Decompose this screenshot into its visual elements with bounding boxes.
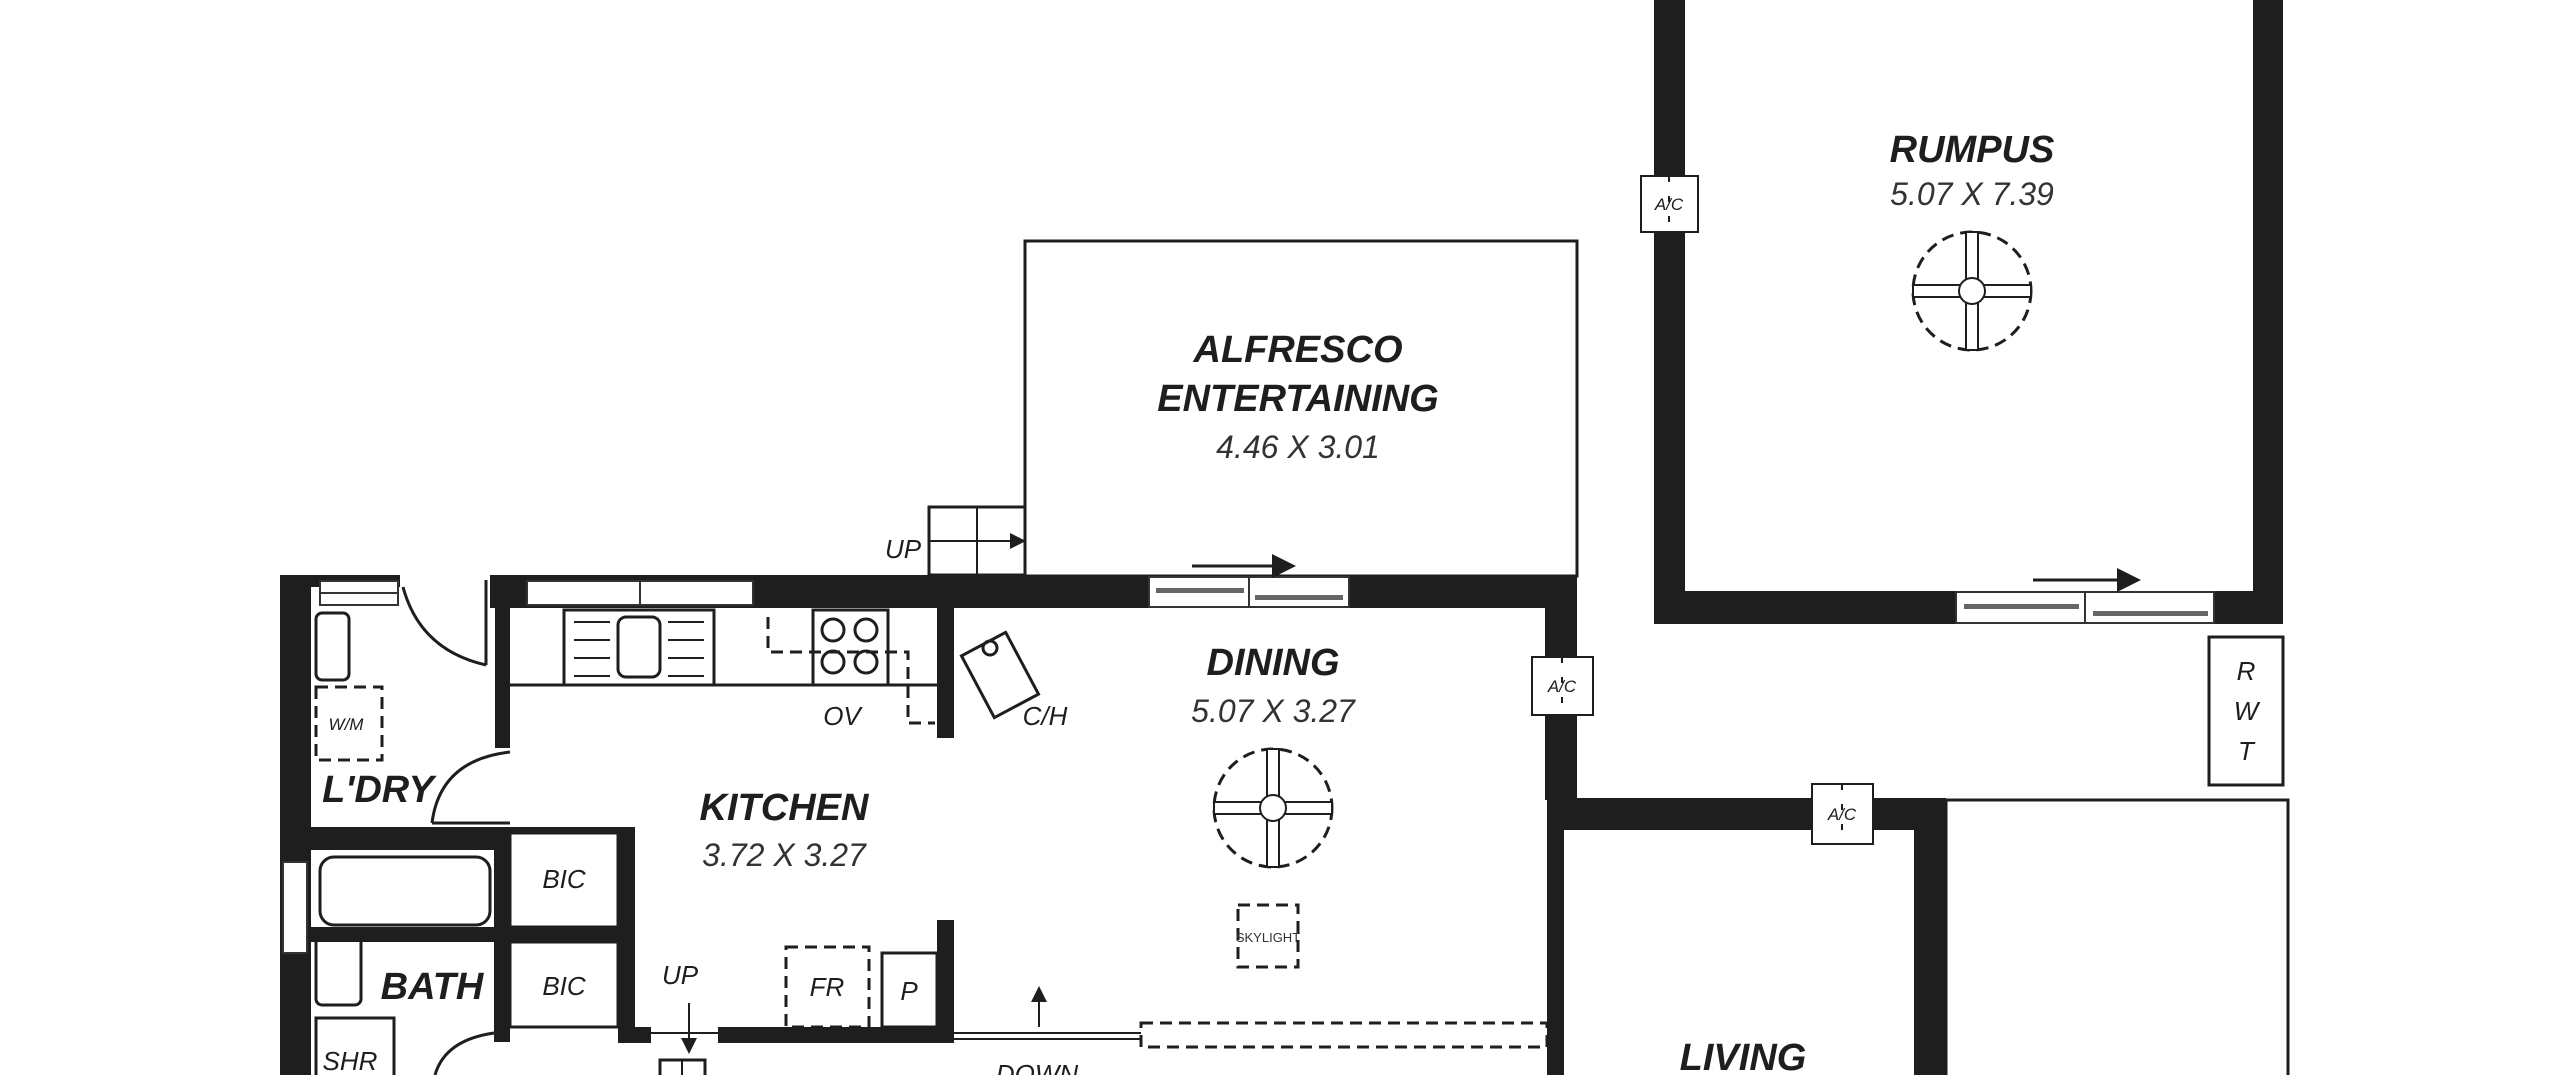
dining-sliding-door[interactable] [1148,576,1350,608]
ac-label: A/C [1827,805,1857,824]
skylight-label: SKYLIGHT [1236,930,1300,945]
dashed-bulkhead [1139,1021,1549,1049]
bic-label: BIC [542,864,586,894]
rumpus-right-wall [2253,0,2283,624]
laundry-label: L'DRY [322,769,437,811]
laundry-tub [314,611,351,682]
kitchen-window [526,580,754,606]
ac-unit: A/C [1531,656,1594,716]
bic-cupboard[interactable] [508,831,620,929]
sink-icon [562,608,716,687]
bath-label: BATH [381,966,485,1008]
shower-label: SHR [323,1046,378,1075]
rwt-t: T [2238,736,2256,766]
ceiling-fan-icon [1911,230,2033,352]
oven-label: OV [823,701,863,731]
up-label: UP [885,534,922,564]
rumpus-room: A/C RUMPUS 5.07 X 7.39 [1640,0,2283,624]
laundry-door-swing[interactable] [401,586,487,667]
bath-window [282,861,308,954]
stairs-up: UP [885,505,1027,577]
kitchen-dims: 3.72 X 3.27 [702,837,867,873]
dining-dims: 5.07 X 3.27 [1191,693,1356,729]
ac-label: A/C [1654,195,1684,214]
toilet [314,931,363,1007]
up-label: UP [662,960,699,990]
rumpus-label: RUMPUS [1890,129,2055,171]
rainwater-tank: R W T [2207,635,2285,787]
rumpus-left-wall [1654,0,1685,624]
ac-unit: A/C [1811,783,1874,845]
down-label: DOWN [996,1059,1079,1075]
pantry[interactable] [880,951,939,1029]
alfresco-area: ALFRESCO ENTERTAINING 4.46 X 3.01 [1023,239,1579,578]
fridge-space [784,945,871,1029]
rumpus-dims: 5.07 X 7.39 [1890,176,2054,212]
ac-unit: A/C [1640,175,1699,233]
alfresco-label-2: ENTERTAINING [1157,378,1439,420]
rumpus-sliding-door[interactable] [1955,591,2215,624]
laundry-window [319,580,399,606]
bic-label: BIC [542,971,586,1001]
rwt-r: R [2237,656,2256,686]
oven-outline [766,617,935,725]
laundry-kitchen-door-swing[interactable] [430,750,511,824]
central-heating-unit: C/H [959,630,1068,731]
ch-label: C/H [1023,701,1068,731]
wm-label: W/M [329,715,365,734]
ceiling-fan-icon [1212,747,1334,869]
fridge-label: FR [810,972,845,1002]
dining-label: DINING [1207,642,1340,684]
shower [314,1016,396,1075]
pantry-label: P [900,976,918,1006]
bath-door-swing[interactable] [433,1031,495,1075]
stairs [658,1058,707,1075]
ac-label: A/C [1547,677,1577,696]
skylight [1236,903,1300,969]
kitchen-label: KITCHEN [700,787,870,829]
rwt-w: W [2234,696,2261,726]
bathtub [318,855,492,927]
cooktop-icon [811,608,890,687]
living-label: LIVING [1680,1037,1807,1075]
bic-cupboard[interactable] [508,940,620,1029]
alfresco-dims: 4.46 X 3.01 [1216,429,1380,465]
washing-machine-space [314,685,384,762]
alfresco-label: ALFRESCO [1193,329,1403,371]
